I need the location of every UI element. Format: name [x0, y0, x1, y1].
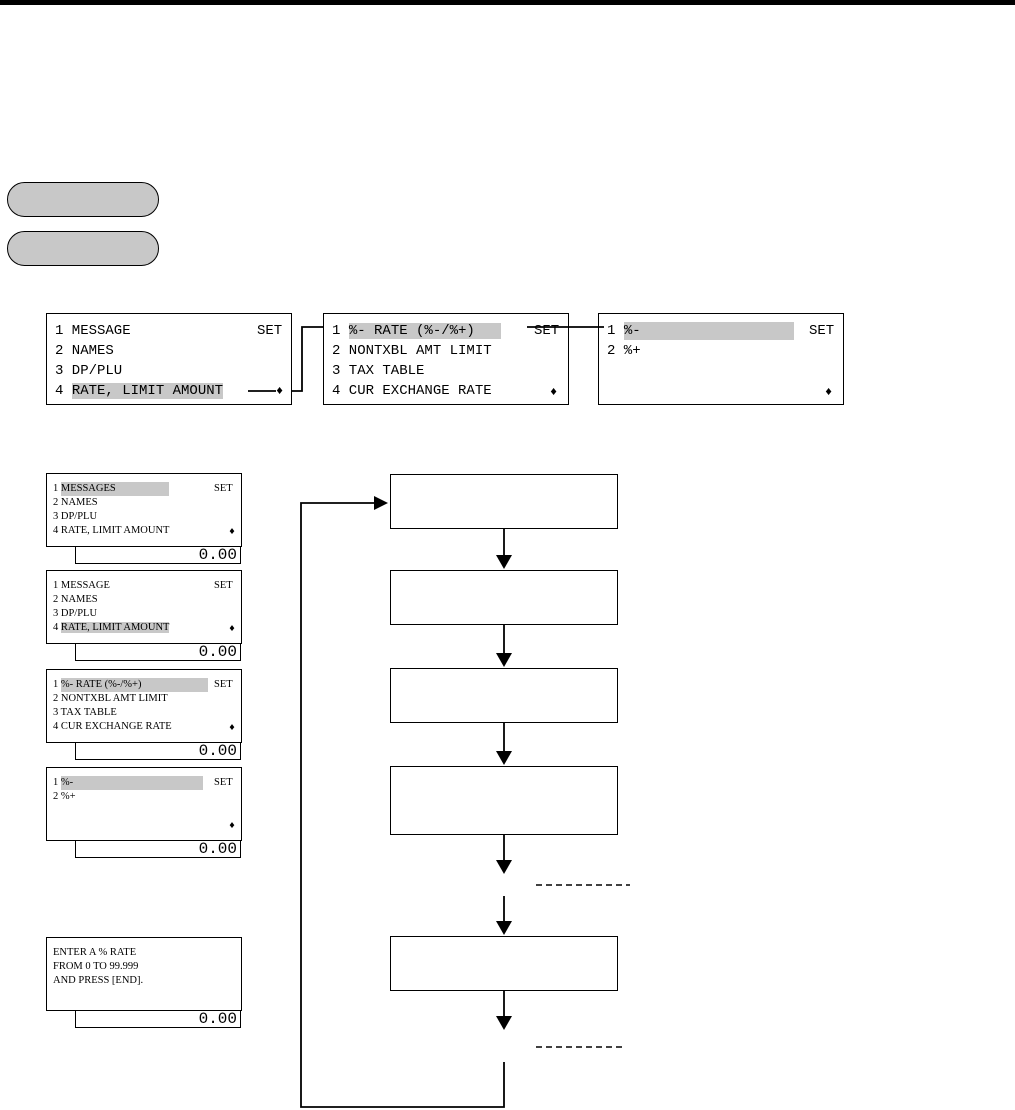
side-screen-main-menu: 1 MESSAGES 2 NAMES 3 DP/PLU 4 RATE, LIMI… — [46, 473, 242, 547]
set-label: SET — [214, 580, 233, 591]
arrowhead-down-icon — [496, 860, 512, 874]
menu-line-highlight: %- RATE (%-/%+) — [348, 323, 501, 339]
menu-line: 4 RATE, LIMIT AMOUNT — [53, 622, 170, 633]
amount-display: 0.00 — [75, 644, 241, 661]
menu-line: 1 MESSAGES — [53, 482, 169, 496]
side-screen-percent-menu: 1 %- 2 %+ SET ♦ — [46, 767, 242, 841]
mode-key-pill[interactable] — [7, 182, 159, 217]
set-label: SET — [214, 777, 233, 788]
menu-line: 2 %+ — [607, 343, 641, 359]
menu-line: 4 RATE, LIMIT AMOUNT — [53, 525, 170, 536]
menu-line: 1 %- — [53, 776, 203, 790]
side-screen-enter-rate-prompt: ENTER A % RATE FROM 0 TO 99.999 AND PRES… — [46, 937, 242, 1011]
menu-line: 1 %- RATE (%-/%+) — [53, 678, 208, 692]
flow-step-box — [390, 766, 618, 835]
scroll-arrow-icon: ♦ — [825, 385, 833, 399]
menu-line-highlight: %- — [623, 322, 794, 340]
menu-line-highlight: RATE, LIMIT AMOUNT — [60, 622, 170, 633]
menu-line: 4 RATE, LIMIT AMOUNT — [55, 383, 224, 399]
arrowhead-right-icon — [374, 496, 388, 510]
arrowhead-down-icon — [496, 555, 512, 569]
side-screen-main-menu-rate-selected: 1 MESSAGE 2 NAMES 3 DP/PLU 4 RATE, LIMIT… — [46, 570, 242, 644]
menu-line-highlight: %- RATE (%-/%+) — [60, 678, 208, 692]
amount-display: 0.00 — [75, 841, 241, 858]
menu-line: 2 NAMES — [53, 594, 98, 605]
menu-line: 2 NAMES — [53, 497, 98, 508]
mode-key-pill[interactable] — [7, 231, 159, 266]
menu-line: 4 CUR EXCHANGE RATE — [332, 383, 492, 399]
menu-line-highlight: MESSAGES — [60, 482, 169, 496]
scroll-arrow-icon: ♦ — [550, 385, 558, 399]
scroll-arrow-icon: ♦ — [229, 527, 236, 538]
arrowhead-down-icon — [496, 751, 512, 765]
menu-line: 4 CUR EXCHANGE RATE — [53, 721, 172, 732]
menu-line: 2 %+ — [53, 791, 76, 802]
menu-line: 1 %- — [607, 322, 794, 340]
menu-line: 3 TAX TABLE — [53, 707, 117, 718]
connector-line — [291, 326, 323, 392]
top-rule — [0, 0, 1015, 5]
loop-back-line — [300, 502, 505, 1108]
menu-line: 1 %- RATE (%-/%+) — [332, 322, 501, 340]
top-screen-main-menu: 1 MESSAGE 2 NAMES 3 DP/PLU 4 RATE, LIMIT… — [46, 313, 292, 405]
scroll-arrow-icon: ♦ — [276, 384, 284, 398]
set-label: SET — [257, 323, 283, 339]
flow-step-box — [390, 936, 618, 991]
menu-line: 3 TAX TABLE — [332, 363, 425, 379]
prompt-line: AND PRESS [END]. — [53, 975, 144, 986]
arrowhead-down-icon — [496, 1016, 512, 1030]
amount-value: 0.00 — [198, 1010, 237, 1028]
side-screen-rate-menu: 1 %- RATE (%-/%+) 2 NONTXBL AMT LIMIT 3 … — [46, 669, 242, 743]
amount-value: 0.00 — [198, 742, 237, 760]
prompt-line: FROM 0 TO 99.999 — [53, 961, 139, 972]
set-label: SET — [809, 323, 835, 339]
flow-step-box — [390, 474, 618, 529]
menu-line: 1 MESSAGE — [55, 323, 131, 339]
amount-display: 0.00 — [75, 547, 241, 564]
menu-line: 2 NONTXBL AMT LIMIT — [53, 693, 168, 704]
scroll-arrow-icon: ♦ — [229, 723, 236, 734]
menu-line: 2 NAMES — [55, 343, 114, 359]
menu-line: 3 DP/PLU — [53, 511, 98, 522]
menu-line: 1 MESSAGE — [53, 580, 110, 591]
menu-line: 3 DP/PLU — [55, 363, 123, 379]
menu-line-highlight: %- — [60, 776, 203, 790]
menu-line: 3 DP/PLU — [53, 608, 98, 619]
amount-value: 0.00 — [198, 840, 237, 858]
flow-step-box — [390, 668, 618, 723]
scroll-arrow-icon: ♦ — [229, 821, 236, 832]
prompt-line: ENTER A % RATE — [53, 947, 137, 958]
set-label: SET — [214, 679, 233, 690]
amount-value: 0.00 — [198, 643, 237, 661]
menu-line: 2 NONTXBL AMT LIMIT — [332, 343, 492, 359]
set-label: SET — [214, 483, 233, 494]
amount-value: 0.00 — [198, 546, 237, 564]
menu-line-highlight: RATE, LIMIT AMOUNT — [71, 383, 224, 399]
arrowhead-down-icon — [496, 653, 512, 667]
amount-display: 0.00 — [75, 743, 241, 760]
top-screen-percent-menu: 1 %- 2 %+ SET ♦ — [598, 313, 844, 405]
scroll-arrow-icon: ♦ — [229, 624, 236, 635]
top-screen-rate-menu: 1 %- RATE (%-/%+) 2 NONTXBL AMT LIMIT 3 … — [323, 313, 569, 405]
arrowhead-down-icon — [496, 921, 512, 935]
amount-display: 0.00 — [75, 1011, 241, 1028]
flow-step-box — [390, 570, 618, 625]
